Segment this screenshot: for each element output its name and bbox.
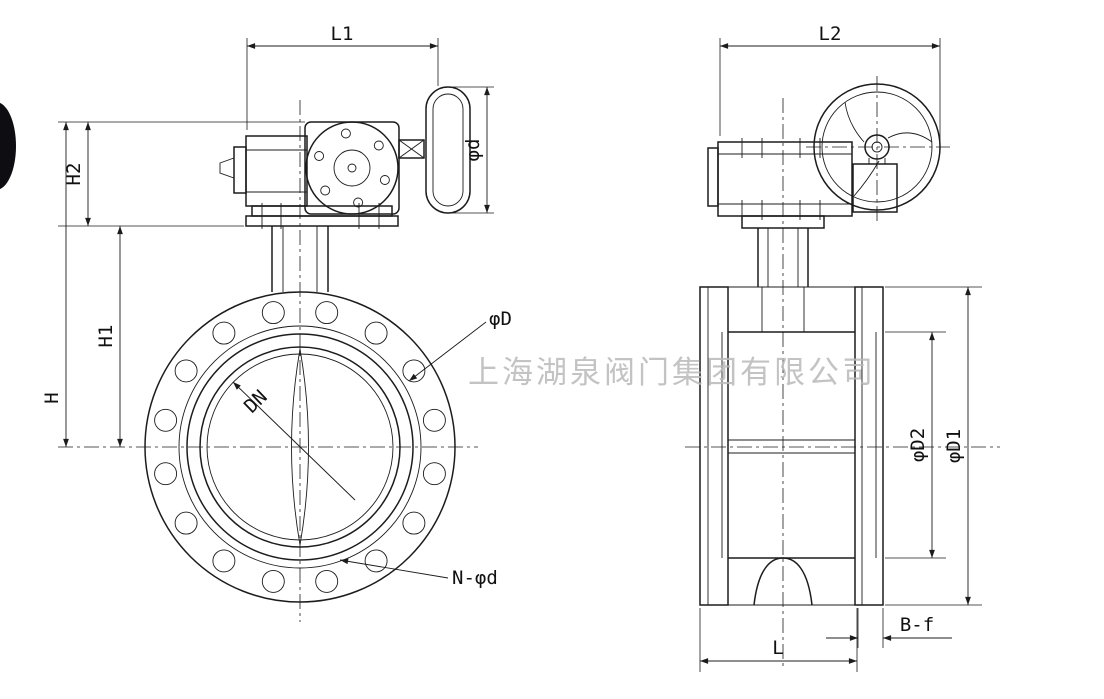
- dimension-n-phi-d: N-φd: [339, 558, 498, 589]
- worm-housing: [245, 135, 308, 207]
- dimension-phi-d-bolt-circle: φD: [408, 308, 512, 382]
- handwheel-front: [398, 86, 471, 214]
- dimension-h2: H2: [58, 121, 305, 227]
- label-phi-d-wheel: φd: [462, 139, 484, 162]
- label-l1: L1: [331, 23, 354, 45]
- handwheel-spoke: [853, 160, 880, 197]
- handwheel-side: [813, 83, 941, 211]
- handwheel-spoke: [887, 132, 933, 143]
- label-h: H: [41, 392, 63, 403]
- label-phi-d-bolt-circle: φD: [489, 308, 512, 330]
- label-phi-d1: φD1: [943, 429, 965, 463]
- valve-neck-side: [741, 215, 825, 287]
- gear-face: [305, 121, 399, 215]
- label-b-f: B-f: [900, 614, 934, 636]
- label-n-phi-d: N-φd: [452, 567, 498, 589]
- valve-body-side: [699, 286, 884, 606]
- dimension-h1: H1: [95, 226, 123, 447]
- input-shaft-tip: [219, 157, 235, 179]
- wheel-gear-housing: [852, 163, 898, 213]
- label-h1: H1: [95, 325, 117, 348]
- gearbox-front: [219, 121, 400, 215]
- bolt-holes: [154, 301, 446, 593]
- handwheel-hub: [864, 134, 890, 160]
- label-phi-d2: φD2: [907, 428, 929, 462]
- handwheel-spoke: [844, 101, 865, 143]
- disc-edge-right: [299, 348, 309, 546]
- left-flange-side: [699, 286, 729, 606]
- gearbox-side: [707, 138, 898, 220]
- scan-edge-artifact: [0, 102, 16, 190]
- dimension-b-f: B-f: [826, 608, 952, 648]
- right-flange-side: [854, 286, 884, 606]
- handwheel-rim-outer: [813, 83, 941, 211]
- dimension-phi-d1: φD1: [885, 286, 982, 606]
- label-l2: L2: [819, 23, 842, 45]
- dimension-h: H: [41, 122, 69, 447]
- handwheel-rim-edge: [425, 86, 471, 214]
- gear-face-bolts: [314, 128, 390, 208]
- flange-front: [144, 291, 456, 603]
- gearbox-end-flange: [707, 147, 719, 207]
- wheel-shaft: [398, 139, 425, 159]
- dimension-dn: DN: [232, 381, 356, 501]
- mounting-plate-front: [245, 203, 399, 229]
- front-view: L1 φd H2 H1 H φD: [41, 23, 512, 622]
- dimension-l1: L1: [246, 23, 439, 130]
- worm-end-cap: [233, 146, 247, 194]
- valve-neck-front: [271, 226, 329, 292]
- dimension-phi-d-wheel: φd: [452, 86, 494, 214]
- label-dn: DN: [240, 386, 272, 418]
- disc-edge-left: [291, 348, 301, 546]
- company-watermark: 上海湖泉阀门集团有限公司: [468, 355, 876, 390]
- dimension-l: L: [699, 608, 858, 672]
- handwheel-rim-inner: [821, 91, 933, 203]
- side-view: L2 φD2 φD1 B-f L: [685, 23, 1000, 672]
- label-l: L: [772, 637, 783, 659]
- bottom-trunnion-boss: [753, 557, 813, 606]
- dimension-l2: L2: [719, 23, 941, 145]
- dimension-phi-d2: φD2: [885, 331, 946, 559]
